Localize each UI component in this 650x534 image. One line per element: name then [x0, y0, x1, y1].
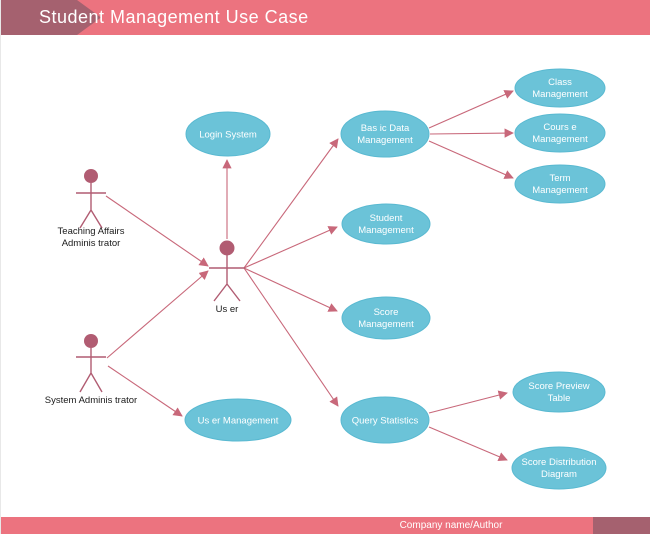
usecase-student-management: Student Management: [341, 203, 431, 245]
usecase-score-management: Score Management: [341, 296, 431, 340]
usecase-score-preview-table: Score Preview Table: [512, 371, 606, 413]
connector-user-to-student-management: [243, 226, 338, 269]
usecase-shape: [340, 110, 430, 158]
connector-user-to-score-management: [243, 267, 338, 312]
usecase-shape: [341, 296, 431, 340]
footer-text: Company name/Author: [399, 520, 503, 531]
page-title: Student Management Use Case: [39, 7, 309, 27]
usecase-shape: [514, 164, 606, 204]
actor-label: Adminis trator: [62, 238, 121, 249]
connector-user-to-basic-data-management: [243, 138, 339, 269]
usecase-label: Bas ic Data: [361, 123, 410, 134]
actor-label: System Adminis trator: [45, 395, 137, 406]
actor-user: Us er: [209, 240, 245, 315]
usecase-label: Table: [548, 393, 571, 404]
connector-basic-data-to-course-management: [429, 128, 514, 138]
usecase-label: Class: [548, 77, 572, 88]
actor-label: Us er: [216, 304, 239, 315]
usecase-shape: [341, 203, 431, 245]
actor-system-administrator: System Adminis trator: [45, 334, 137, 406]
actor-teaching-affairs-administrator: Teaching Affairs Adminis trator: [58, 169, 125, 249]
actor-head-icon: [219, 240, 235, 256]
actor-body-icon: [76, 183, 106, 229]
actor-head-icon: [84, 334, 98, 348]
usecase-label: Student: [370, 213, 403, 224]
connector-query-statistics-to-score-distribution-diagram: [428, 426, 508, 462]
usecase-label: Login System: [199, 130, 257, 141]
usecase-login-system: Login System: [185, 111, 271, 157]
actor-head-icon: [84, 169, 98, 183]
connector-system-admin-to-user: [106, 270, 209, 359]
title-banner: Student Management Use Case: [1, 0, 650, 35]
usecase-label: Score Distribution: [522, 457, 597, 468]
usecase-label: Management: [532, 185, 588, 196]
usecase-shape: [514, 113, 606, 153]
title-banner-arrow-icon: [1, 0, 101, 35]
usecase-label: Score: [374, 307, 399, 318]
connectors: [105, 90, 514, 462]
usecase-class-management: Class Management: [514, 68, 606, 108]
usecase-query-statistics: Query Statistics: [340, 396, 430, 444]
connector-system-admin-to-user-management: [107, 365, 183, 417]
footer-banner: Company name/Author: [1, 517, 650, 534]
usecase-label: Management: [357, 135, 413, 146]
connector-query-statistics-to-score-preview-table: [428, 390, 508, 414]
usecase-label: Query Statistics: [352, 416, 419, 427]
usecase-label: Management: [532, 89, 588, 100]
actor-body-icon: [209, 255, 245, 302]
usecase-shape: [514, 68, 606, 108]
usecase-term-management: Term Management: [514, 164, 606, 204]
footer-accent-block: [593, 517, 650, 534]
usecase-shape: [512, 371, 606, 413]
usecase-label: Management: [358, 225, 414, 236]
usecase-shape: [184, 398, 292, 442]
usecase-label: Score Preview: [528, 381, 589, 392]
usecase-basic-data-management: Bas ic Data Management: [340, 110, 430, 158]
usecase-label: Management: [532, 134, 588, 145]
usecase-shape: [185, 111, 271, 157]
connector-teaching-affairs-to-user: [105, 195, 209, 267]
usecase-label: Term: [549, 173, 570, 184]
usecase-label: Us er Management: [198, 416, 279, 427]
usecase-user-management: Us er Management: [184, 398, 292, 442]
connector-basic-data-to-term-management: [428, 140, 514, 179]
usecase-shape: [340, 396, 430, 444]
usecase-label: Cours e: [543, 122, 576, 133]
usecase-score-distribution-diagram: Score Distribution Diagram: [511, 446, 607, 490]
usecase-shape: [511, 446, 607, 490]
connector-user-to-query-statistics: [243, 267, 339, 407]
connector-basic-data-to-class-management: [428, 90, 514, 129]
usecase-label: Management: [358, 319, 414, 330]
actor-label: Teaching Affairs: [58, 226, 125, 237]
usecase-label: Diagram: [541, 469, 577, 480]
actor-body-icon: [76, 348, 106, 393]
usecase-course-management: Cours e Management: [514, 113, 606, 153]
